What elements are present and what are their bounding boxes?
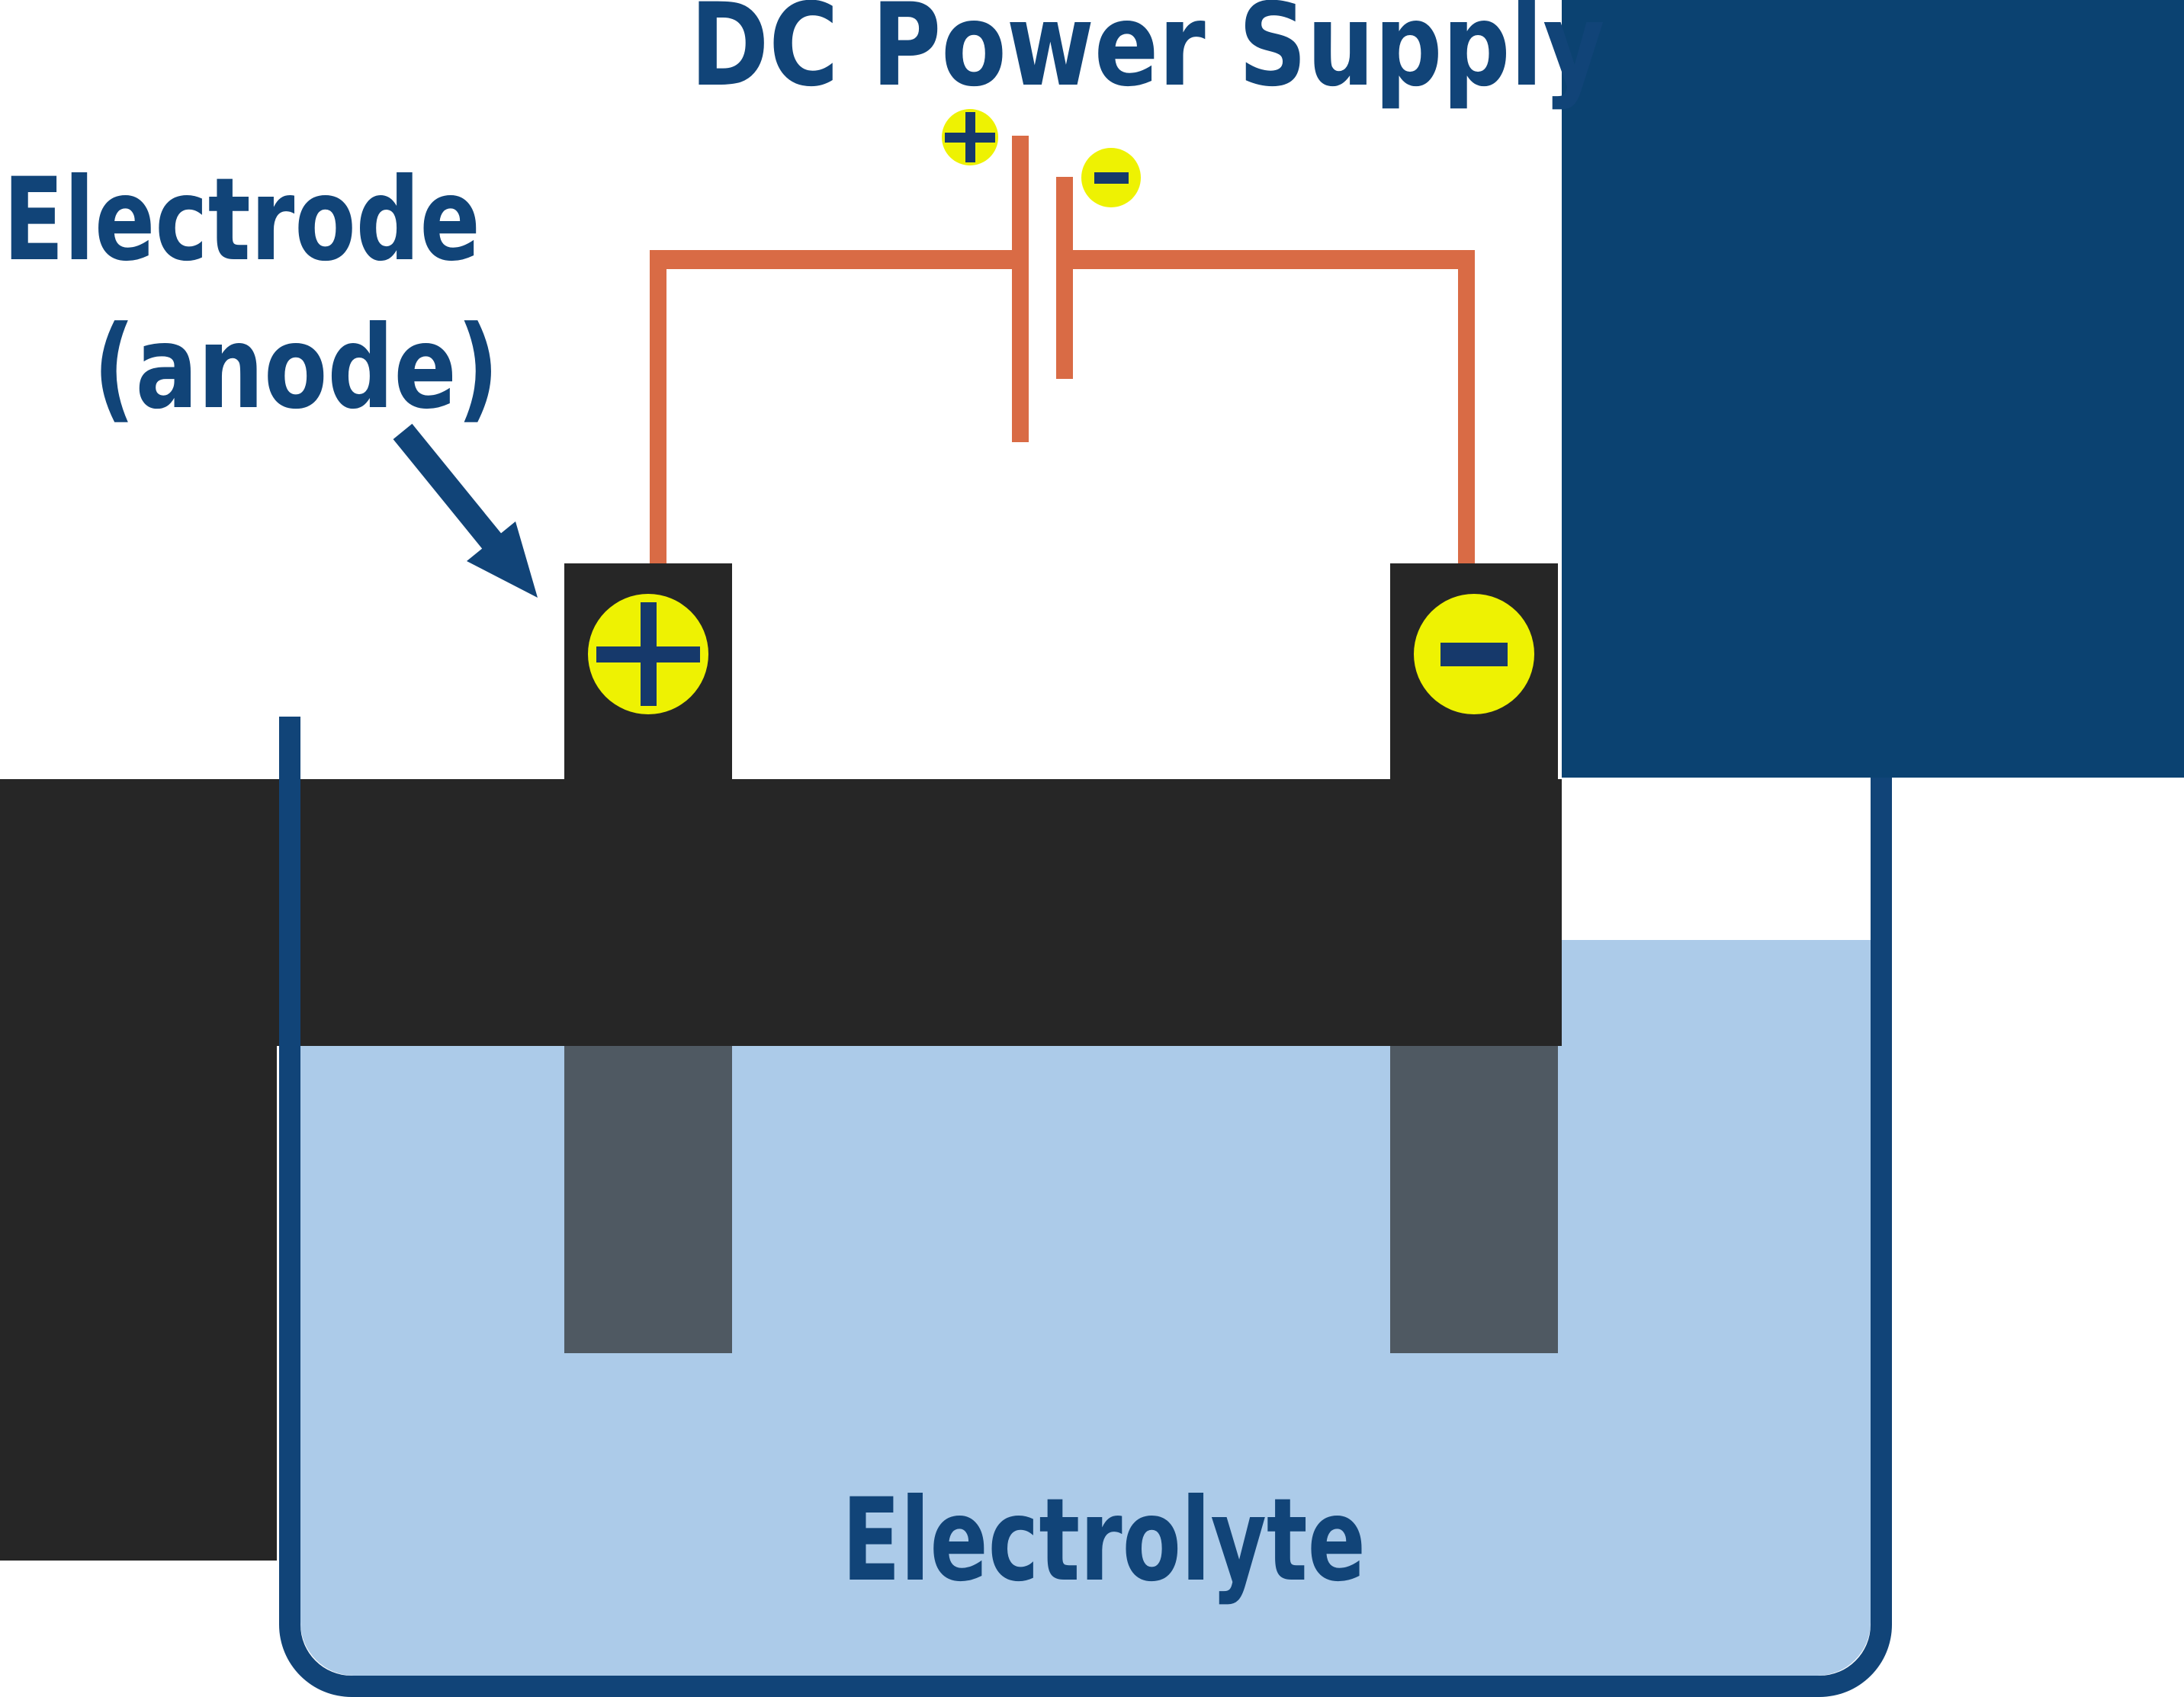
plus-icon [641,602,657,706]
battery-short-plate [1056,177,1073,379]
electrolyte-liquid [300,940,1871,1676]
cathode-submerged-pillar [1390,1046,1558,1353]
battery-positive-terminal [942,109,998,165]
anode-label: (anode) [93,302,499,435]
battery-long-plate [1012,136,1029,442]
minus-icon [1440,643,1508,666]
battery-negative-terminal [1081,148,1141,207]
diagram-title: DC Power Supply [690,0,1605,112]
electrode-holder-bar [0,779,1562,1046]
beaker-outline [279,717,1892,1697]
wire-left-vertical [650,250,666,563]
anode-terminal [588,594,708,714]
wire-right-horizontal [1073,250,1475,269]
anode-submerged-pillar [564,1046,732,1353]
wire-left-horizontal [650,250,1013,269]
wire-right-vertical [1458,250,1475,563]
cathode-terminal [1414,594,1534,714]
plus-icon [965,112,975,162]
blue-panel [1562,0,2184,778]
minus-icon [1094,172,1129,184]
electrolyte-label: Electrolyte [842,1474,1366,1607]
electrode-label: Electrode [3,154,480,287]
